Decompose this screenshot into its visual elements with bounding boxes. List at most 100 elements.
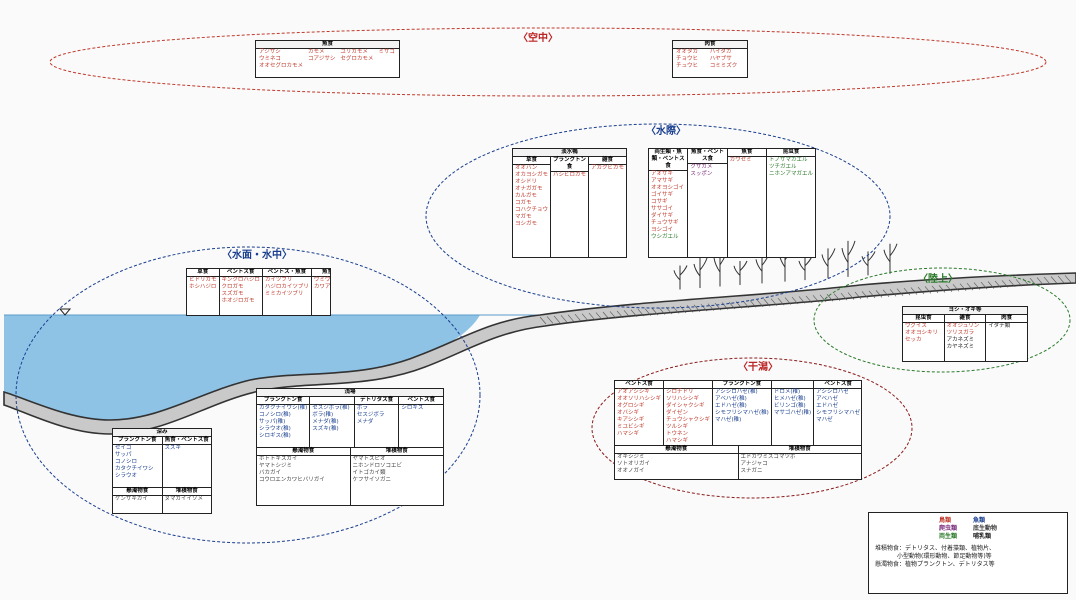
hatch-line [917,286,925,295]
hatch-line [714,302,722,311]
species-item: オオノガイ [617,468,645,474]
species-item: シモフリシマハゼ [816,410,861,416]
species-item: ソリハシシギ [666,396,700,402]
hatch-line [644,308,652,316]
species-item: オオジュリン [946,323,980,329]
hatch-line [1001,280,1009,288]
species-item: アナジャコ [740,461,768,467]
hatch-line [847,292,855,300]
hatch-line [658,307,666,315]
air-meat-eat-grid: オオタカハイタカチョウヒハヤブサチュウヒコミミズク [673,49,747,70]
species-item: オオセグロカモメ [259,63,304,69]
hatch-line [896,288,904,296]
hatch-line [882,289,890,298]
feeding-column: 昆虫食トノサマガエルツチガエルニホンアマガエル [766,149,815,257]
species-item: ウシガエル [651,234,679,240]
feeding-column: デトリタス食ボラセスジボラメナダ [354,397,400,447]
species-item: スズガモ [221,291,244,297]
species-item: ビリンゴ(稚) [773,403,806,409]
water-body [4,315,480,420]
feeding-column: 肉食イタチ類 [986,315,1027,361]
species-item: ニホンアマガエル [768,171,813,177]
hatch-line [987,281,995,289]
feeding-column-header: ベントス・魚食 [262,269,311,277]
legend-note-3: 懸濁物食：植物プランクトン、デトリタス等 [875,561,995,568]
hatch-line [924,286,932,294]
species-item: クサガメ [690,164,713,170]
species-item: チョウヒ [676,56,699,62]
species-item: シラウオ [115,473,138,479]
hatch-line [756,299,764,307]
feeding-column: 魚食・ベントス食スズキ [162,437,211,487]
deep-upper-cols: プランクトン食セイゴサッパコノシロカタクチイワシシラウオ魚食・ベントス食スズキ [113,437,211,488]
hatch-line [966,282,974,291]
feeding-column: 懸濁物食ケンサキガイ [113,488,163,513]
species-item: ケフサイソガニ [352,477,392,483]
feeding-column: ベントス食シロギス [399,397,443,447]
hatch-line [938,285,946,293]
species-item: カイツブリ [264,277,293,283]
species-item: ヒドリガモ [189,277,217,283]
species-item: ユリカモメ [340,49,368,55]
species-item: ハジロカイツブリ [264,284,309,290]
feeding-column-header: ベントス食 [814,381,861,389]
hatch-line [1050,276,1058,284]
species-item: ダイシャクシギ [666,403,705,409]
hatch-line [826,294,834,302]
species-item: ヤマトスピオ [352,456,386,462]
land-title: ヨシ・オギ等 [903,307,1027,315]
hatch-line [581,313,589,321]
feeding-column-header: デトリタス食 [354,397,399,405]
species-item: チュウサギ [651,220,679,226]
species-item: 底生動物 [973,525,998,532]
feeding-column-header: 昆虫食 [766,149,815,157]
species-item: ケンサキガイ [115,496,148,502]
hatch-line [546,316,554,324]
hatch-line [707,303,715,311]
feeding-column: ドロメ(稚)ヒメハゼ(稚)ビリンゴ(稚)マサゴハゼ(稚) [771,381,815,445]
species-item: ソトオリガイ [617,461,651,467]
species-item: ヒメハゼ(稚) [773,396,806,402]
feeding-column: ベントス食キンクロハジロクロガモスズガモホオジロガモ [219,269,263,315]
species-item: アシシロハゼ(稚) [715,389,758,395]
feeding-column-header [771,381,814,389]
species-item: ウミウ [313,277,331,283]
hatch-line [959,283,967,291]
feeding-column-header: プランクトン食 [113,437,162,445]
species-item: カタクチイワシ(稚) [259,405,308,411]
species-item: スズキ(稚) [312,426,339,432]
species-item: 魚類 [973,517,986,524]
species-item: 哺乳類 [973,533,992,540]
hatch-line [945,284,953,293]
species-item: ウミネコ [259,56,281,62]
hatch-line [763,299,771,307]
species-item: ホトトギスガイ [259,456,298,462]
water-level-mark [58,308,72,316]
species-item: ツリスガラ [946,330,975,336]
feeding-column-header: 堆積物食 [350,448,443,456]
species-item: アマサギ [651,178,674,184]
hatch-line [875,290,883,298]
species-item: コガモ [515,200,532,206]
species-item: セスジボラ [356,412,385,418]
surface-cols: 草食ヒドリガモホシハジロベントス食キンクロハジロクロガモスズガモホオジロガモベン… [187,269,330,315]
species-item: アオサギ [651,171,674,177]
species-item: オオソリハシシギ [617,396,662,402]
species-item: カタクチイワシ [115,466,154,472]
species-item: コノシロ [115,459,138,465]
feeding-column: プランクトン食セイゴサッパコノシロカタクチイワシシラウオ [113,437,163,487]
hatch-line [1036,277,1044,285]
hatch-line [770,298,778,306]
waterside-others-table: 両生類・魚類・ベントス食アオサギアマサギオオヨシゴイゴイサギコサギササゴイダイサ… [648,148,816,258]
feeding-column: 雑食アカクビガモ [589,157,626,257]
hatch-line [742,300,750,309]
hatch-line [539,316,547,325]
feeding-column-header: プランクトン食 [551,157,589,172]
species-item: セイゴ [115,445,132,451]
feeding-column: プランクトン食アシシロハゼ(稚)アベハゼ(稚)エドハゼ(稚)シモフリシマハゼ(稚… [713,381,772,445]
species-item: イタチ類 [988,323,1011,329]
hatch-line [840,292,848,301]
feeding-column-header: ベントス食 [219,269,262,277]
species-item: シロギス [401,405,424,411]
